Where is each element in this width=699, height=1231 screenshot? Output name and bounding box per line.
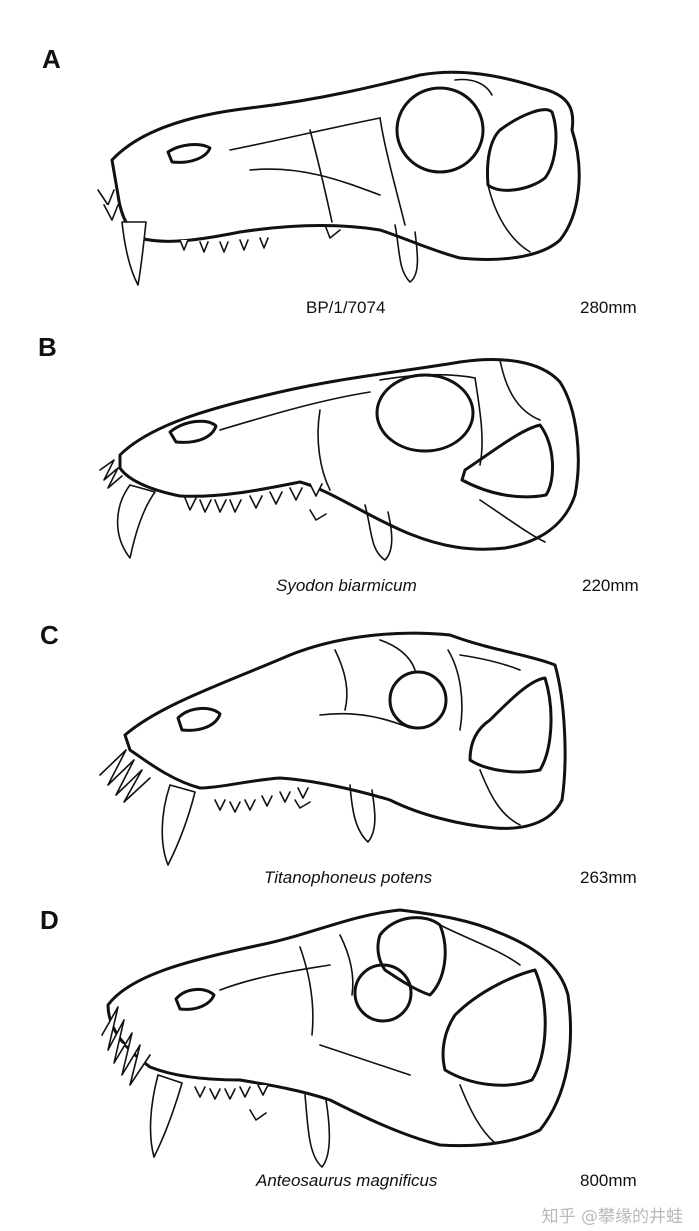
canine — [149, 1074, 183, 1158]
panel-d: D Anteosaurus magnificus 800mm — [0, 895, 699, 1231]
canine — [161, 784, 196, 866]
panel-label: D — [40, 905, 59, 935]
temporal-fenestra — [460, 423, 555, 499]
orbit — [395, 86, 485, 174]
skull-drawing-bp-1-7074 — [97, 70, 581, 286]
specimen-caption: Titanophoneus potens — [264, 868, 433, 887]
naris — [168, 419, 218, 444]
naris — [174, 988, 216, 1011]
panel-label: C — [40, 620, 59, 650]
panel-label: A — [42, 44, 61, 74]
specimen-caption: Anteosaurus magnificus — [256, 1171, 438, 1190]
orbit-boss — [376, 916, 447, 997]
specimen-caption: Syodon biarmicum — [276, 576, 417, 595]
panel-a: A BP/1/7074 280mm — [0, 0, 699, 320]
orbit — [353, 963, 413, 1023]
skull-length: 220mm — [582, 576, 639, 595]
watermark: 知乎 @攀缘的井蛙 — [541, 1207, 683, 1227]
orbit — [388, 670, 448, 730]
panel-label: B — [38, 332, 57, 362]
panel-c: C Titanophoneus potens 263mm — [0, 610, 699, 895]
skull-length: 263mm — [580, 868, 637, 887]
skull-outline — [110, 70, 581, 261]
orbit — [375, 373, 475, 453]
canine — [121, 221, 147, 286]
skull-drawing-titanophoneus-potens — [99, 631, 567, 866]
temporal-fenestra — [468, 676, 553, 774]
canine — [116, 484, 156, 559]
skull-length: 800mm — [580, 1171, 637, 1190]
temporal-fenestra — [441, 968, 547, 1087]
skull-outline — [118, 357, 580, 551]
panel-b: B Syodon biarmicum 220mm — [0, 320, 699, 610]
naris — [166, 143, 212, 164]
specimen-caption: BP/1/7074 — [306, 298, 386, 317]
temporal-fenestra — [486, 108, 558, 192]
skull-length: 280mm — [580, 298, 637, 317]
naris — [176, 707, 222, 732]
skull-outline — [123, 631, 567, 830]
skull-outline — [106, 908, 573, 1148]
skull-drawing-anteosaurus-magnificus — [101, 908, 573, 1168]
skull-drawing-syodon-biarmicum — [99, 357, 580, 561]
